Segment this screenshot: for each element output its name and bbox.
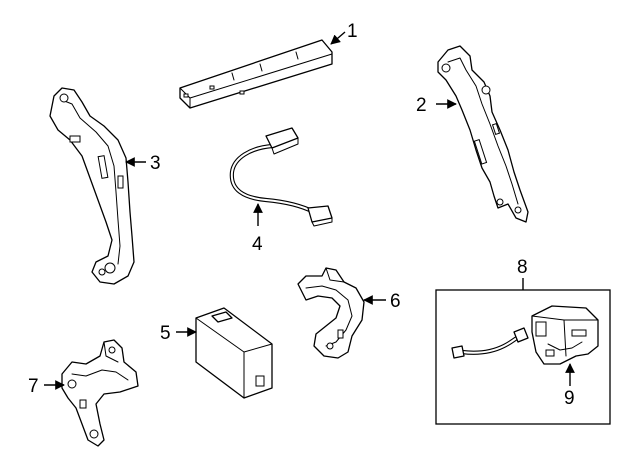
leader-1 [330,31,346,45]
callout-5: 5 [160,323,171,344]
callout-1: 1 [347,21,358,42]
part-7-bracket [61,339,139,447]
part-4-cable-harness [229,127,333,227]
part-1-module [179,39,333,109]
part-2-bracket [437,45,529,223]
part-6-holder [297,267,365,359]
part-9-module [531,305,599,365]
callout-7: 7 [28,376,39,397]
callout-2: 2 [416,95,427,116]
part-5-box-module [195,307,273,399]
callout-4: 4 [252,234,263,255]
callout-6: 6 [390,291,401,312]
callout-8: 8 [517,257,528,278]
part-3-bracket [49,87,135,285]
kit-8-cable [451,327,529,359]
callout-9: 9 [564,388,575,409]
callout-3: 3 [150,153,161,174]
